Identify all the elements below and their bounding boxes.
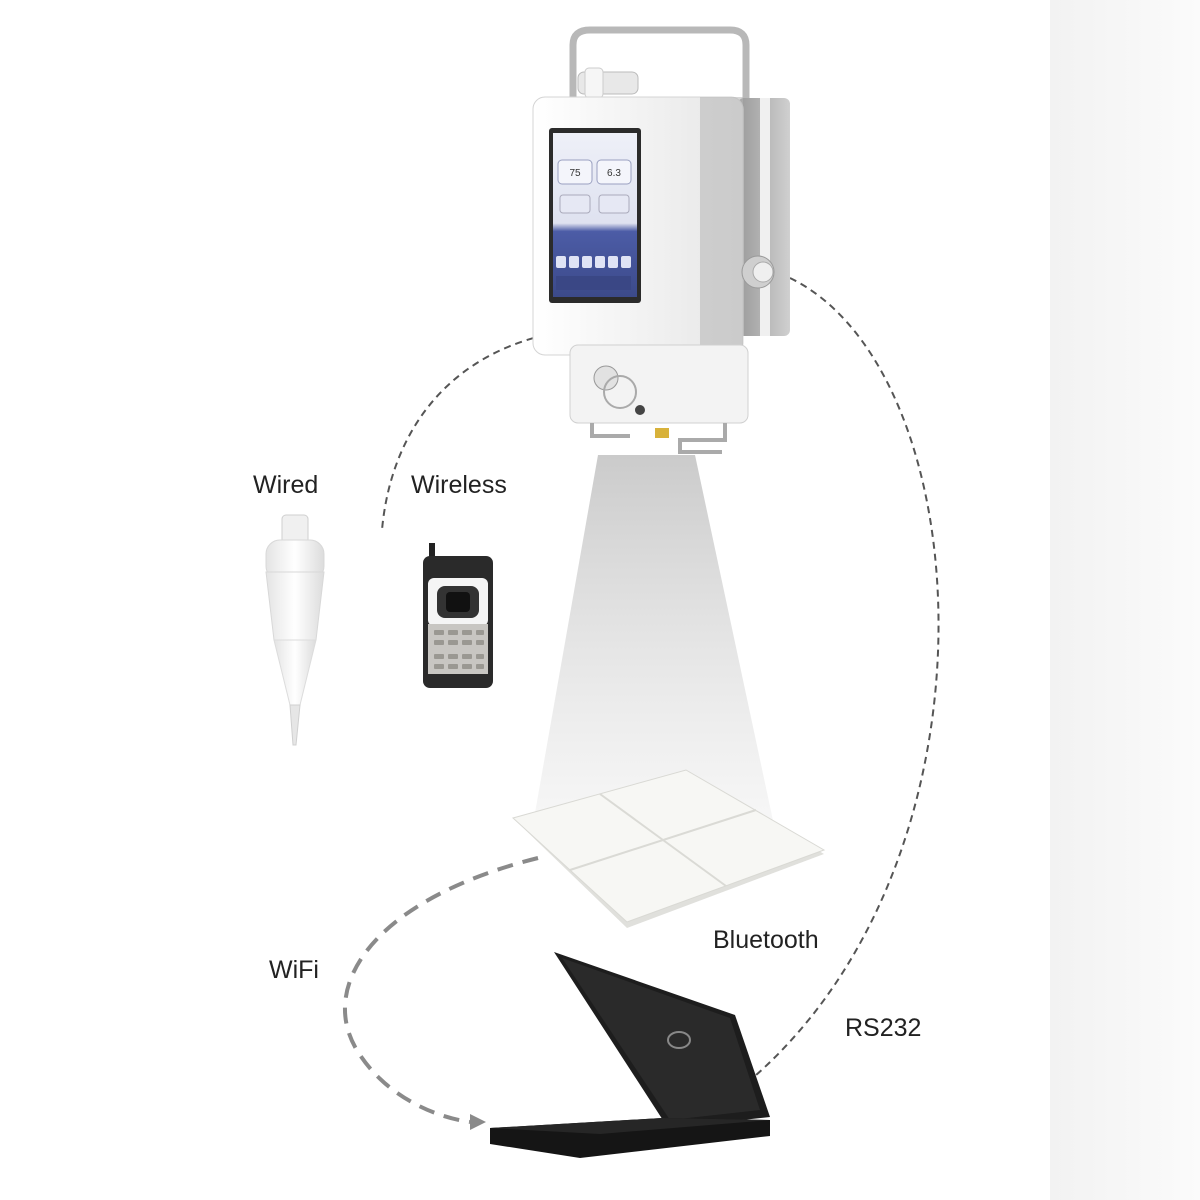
wifi-arrow-icon: [470, 1114, 486, 1130]
flat-panel-detector-icon: [511, 769, 826, 928]
wireless-label: Wireless: [411, 471, 507, 499]
rs232-label: RS232: [845, 1014, 922, 1042]
wifi-label: WiFi: [269, 956, 319, 984]
wired-label: Wired: [253, 471, 319, 499]
wifi-connection-line: [342, 856, 539, 1124]
rs232-connection-line: [747, 277, 940, 1083]
wireless-connection-line: [381, 334, 546, 531]
bluetooth-label: Bluetooth: [713, 926, 819, 954]
hand-switch-wired-icon: [265, 514, 325, 746]
screen-right-value: 6.3: [607, 168, 621, 179]
background-panel: [1050, 0, 1200, 1200]
x-ray-beam: [532, 455, 775, 830]
laptop-icon: [490, 952, 770, 1158]
screen-left-value: 75: [569, 168, 581, 179]
x-ray-generator-icon: 75 6.3: [532, 26, 790, 454]
wireless-remote-icon: [423, 543, 493, 688]
